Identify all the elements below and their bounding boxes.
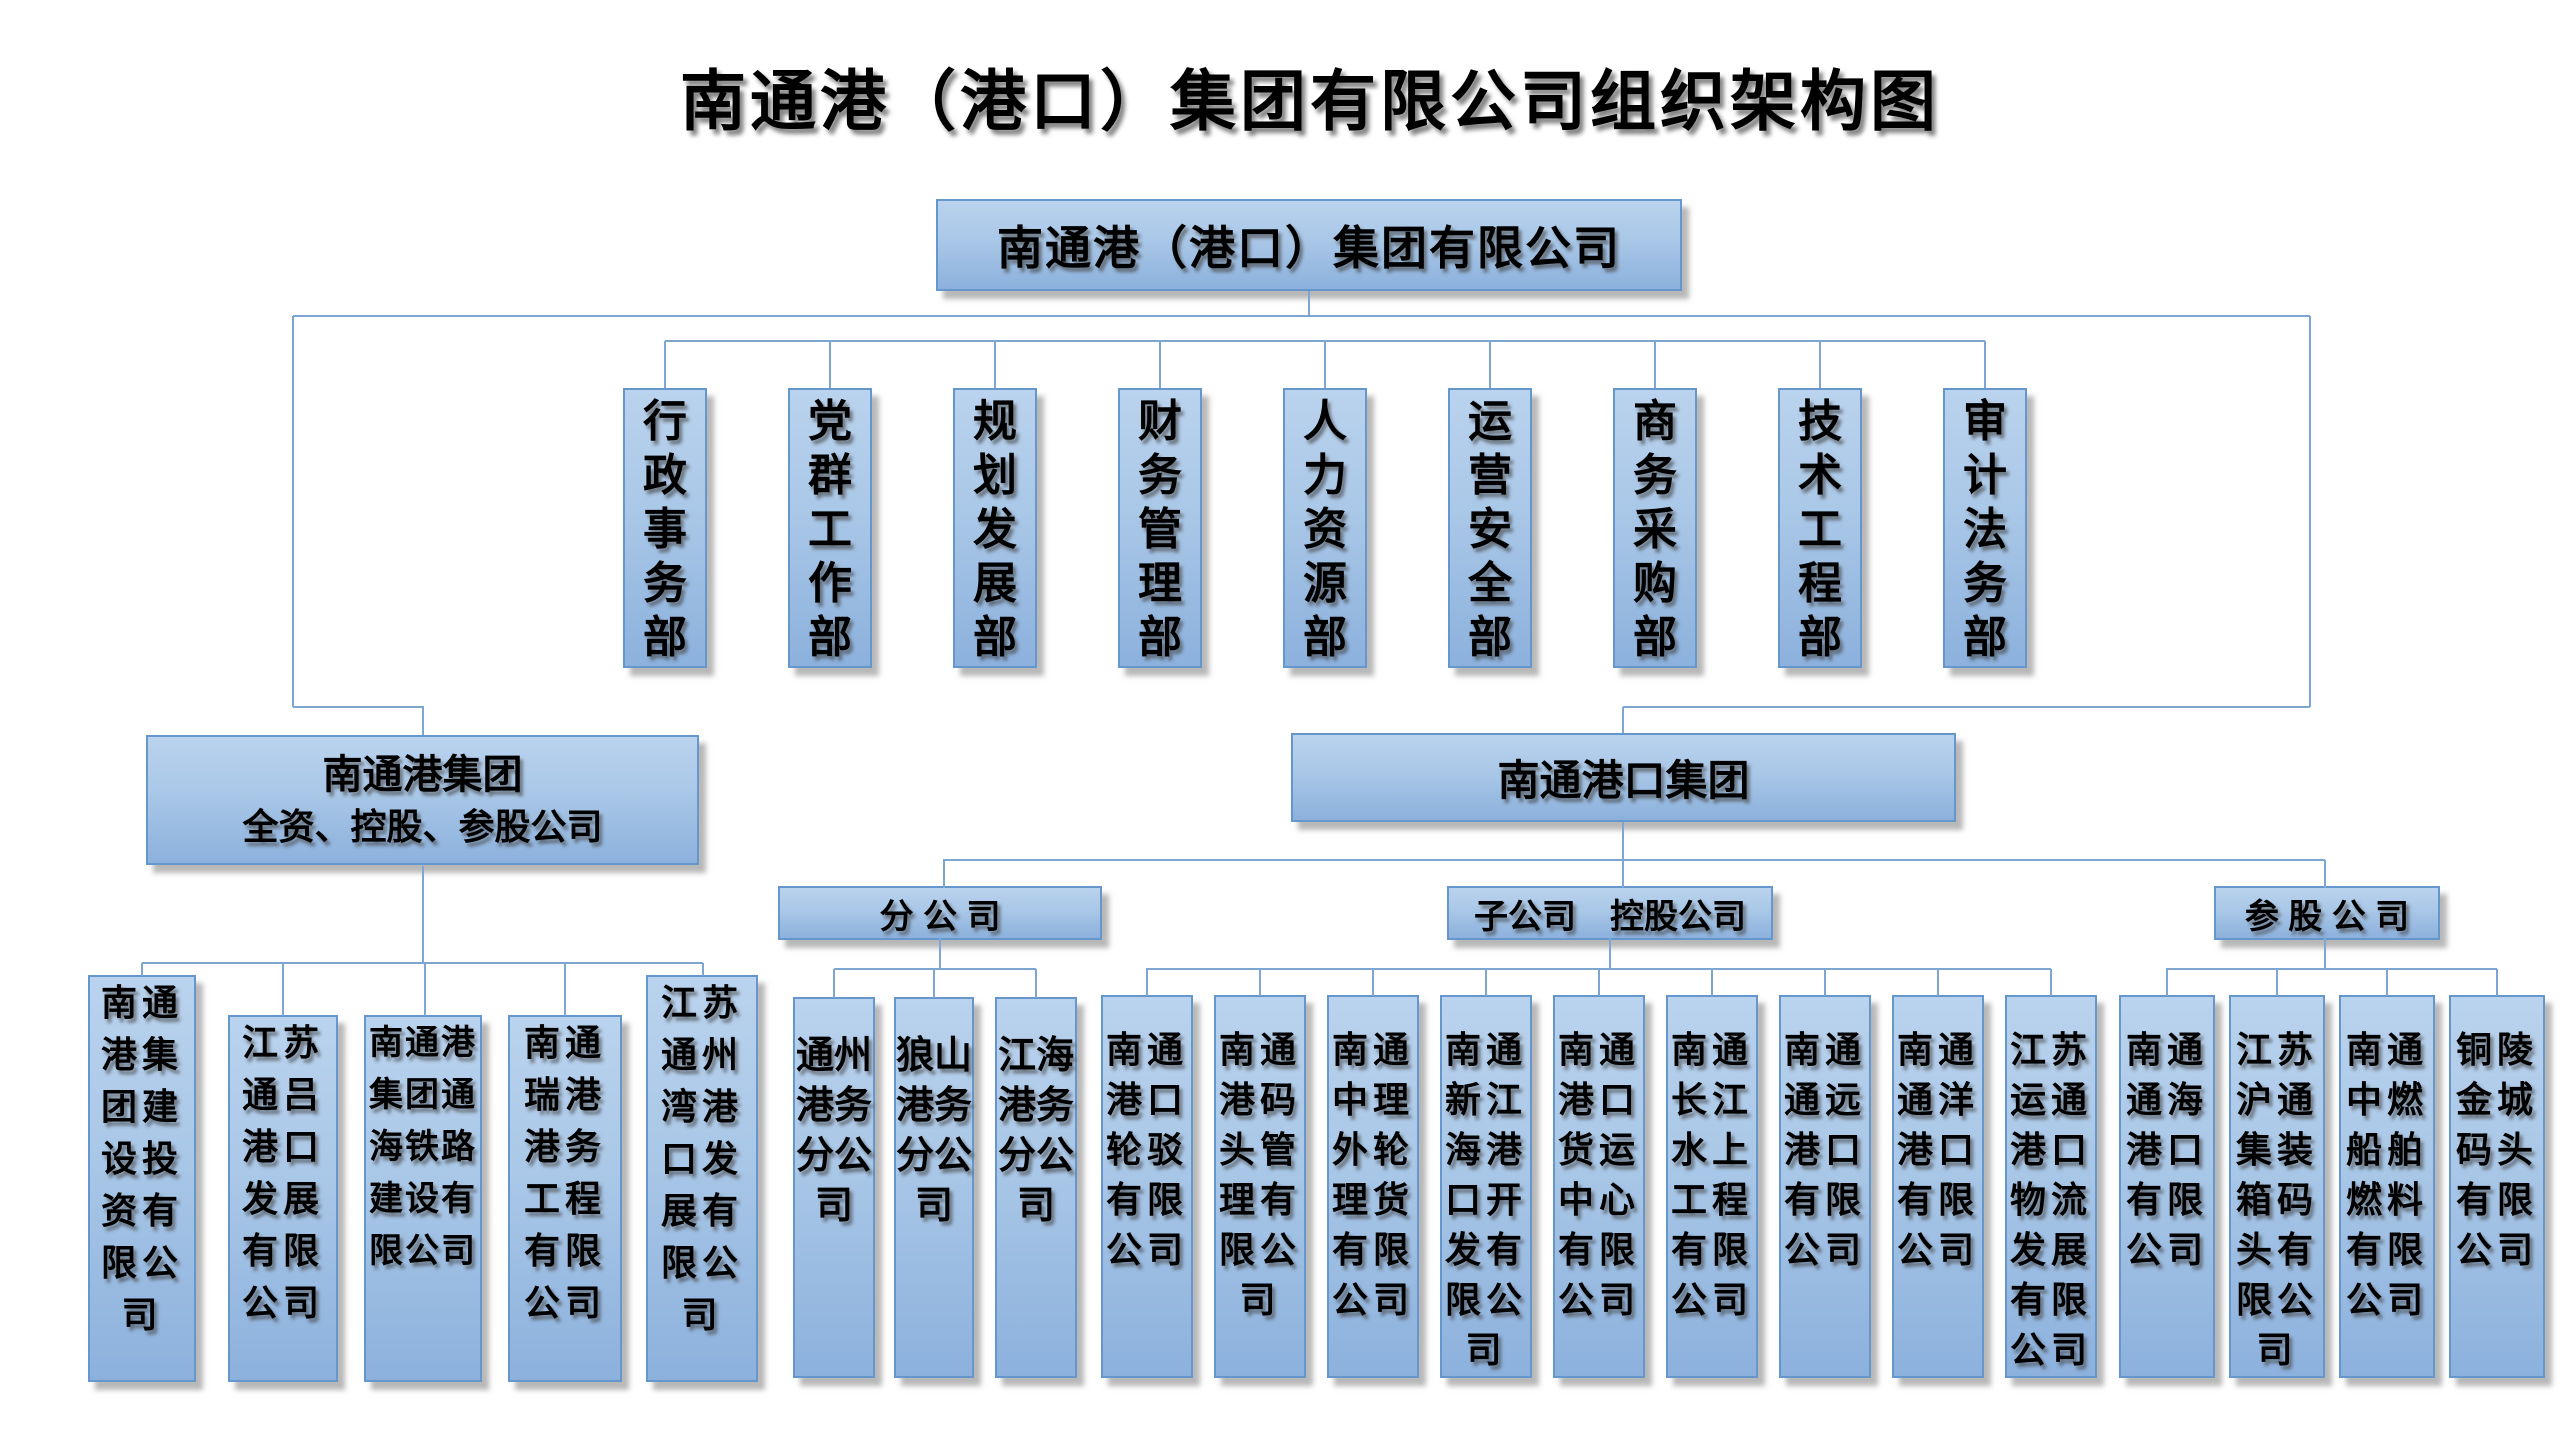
connector-line: [943, 859, 2325, 861]
chart-title: 南通港（港口）集团有限公司组织架构图: [680, 64, 1940, 138]
company-node: 南通港集团建设投资有限公司: [88, 975, 196, 1382]
dept-node-jishu: 技术工程部: [1778, 388, 1862, 668]
company-node: 南通瑞港港务工程有限公司: [508, 1015, 622, 1382]
connector-line: [1824, 969, 1826, 996]
connector-line: [1308, 291, 1310, 316]
connector-line: [1489, 341, 1491, 388]
category-affiliates-label: 参 股 公 司: [2244, 897, 2410, 936]
dept-node-guihua: 规划发展部: [953, 388, 1037, 668]
connector-line: [293, 706, 424, 708]
dept-node-caiwu: 财务管理部: [1118, 388, 1202, 668]
right-group-title: 南通港口集团: [1497, 757, 1750, 804]
connector-line: [1598, 969, 1600, 996]
connector-line: [833, 969, 835, 998]
connector-line: [1609, 938, 1611, 969]
left-group-node: 南通港集团 全资、控股、参股公司: [146, 735, 699, 865]
left-group-title: 南通港集团: [322, 753, 523, 797]
company-node: 南通港集团通海铁路建设有限公司: [364, 1015, 482, 1382]
dept-node-dangqun: 党群工作部: [788, 388, 872, 668]
connector-line: [2050, 969, 2052, 996]
connector-line: [2166, 969, 2168, 996]
company-node: 南通港口货运中心有限公司: [1553, 995, 1645, 1378]
category-branch-label: 分 公 司: [879, 897, 1001, 936]
connector-line: [1259, 969, 1261, 996]
dept-node-renli: 人力资源部: [1283, 388, 1367, 668]
category-affiliates: 参 股 公 司: [2214, 886, 2440, 940]
company-node: 通州港务分公司: [793, 997, 875, 1378]
connector-line: [943, 860, 945, 888]
connector-line: [1654, 341, 1656, 388]
connector-line: [292, 316, 294, 707]
dept-node-shenji: 审计法务部: [1943, 388, 2027, 668]
connector-line: [1623, 706, 2310, 708]
connector-line: [702, 963, 704, 976]
connector-line: [1711, 969, 1713, 996]
category-branch: 分 公 司: [778, 886, 1102, 940]
dept-node-shangwu: 商务采购部: [1613, 388, 1697, 668]
connector-line: [282, 963, 284, 1016]
connector-line: [1324, 341, 1326, 388]
company-node: 南通通远港口有限公司: [1779, 995, 1871, 1378]
connector-line: [1622, 822, 1624, 888]
connector-line: [2166, 968, 2497, 970]
connector-line: [664, 341, 666, 388]
connector-line: [939, 938, 941, 969]
connector-line: [1937, 969, 1939, 996]
connector-line: [994, 341, 996, 388]
connector-line: [1984, 341, 1986, 388]
connector-line: [422, 707, 424, 735]
connector-line: [1819, 341, 1821, 388]
connector-line: [422, 866, 424, 963]
company-node: 南通港口轮驳有限公司: [1101, 995, 1193, 1378]
connector-line: [2496, 969, 2498, 996]
root-node: 南通港（港口）集团有限公司: [936, 199, 1682, 291]
connector-line: [1485, 969, 1487, 996]
connector-line: [424, 963, 426, 1016]
connector-line: [834, 968, 1036, 970]
company-node: 江苏运通港口物流发展有限公司: [2005, 995, 2097, 1378]
connector-line: [829, 341, 831, 388]
category-subsidiaries-label: 子公司 控股公司: [1474, 897, 1746, 936]
connector-line: [2324, 860, 2326, 888]
dept-node-yunying: 运营安全部: [1448, 388, 1532, 668]
company-node: 南通港码头管理有限公司: [1214, 995, 1306, 1378]
root-label: 南通港（港口）集团有限公司: [997, 222, 1621, 274]
connector-line: [1146, 969, 1148, 996]
company-node: 江苏通州湾港口发展有限公司: [646, 975, 758, 1382]
company-node: 江苏沪通集装箱码头有限公司: [2229, 995, 2325, 1378]
company-node: 南通中理外轮理货有限公司: [1327, 995, 1419, 1378]
connector-line: [1159, 341, 1161, 388]
connector-line: [141, 963, 143, 976]
connector-line: [1622, 707, 1624, 733]
connector-line: [293, 315, 2310, 317]
connector-line: [1035, 969, 1037, 998]
company-node: 江海港务分公司: [995, 997, 1077, 1378]
connector-line: [2276, 969, 2278, 996]
company-node: 南通通海港口有限公司: [2119, 995, 2215, 1378]
company-node: 南通长江水上工程有限公司: [1666, 995, 1758, 1378]
company-node: 铜陵金城码头有限公司: [2449, 995, 2545, 1378]
right-group-node: 南通港口集团: [1291, 733, 1956, 822]
connector-line: [142, 962, 703, 964]
category-subsidiaries: 子公司 控股公司: [1447, 886, 1773, 940]
dept-node-xingzheng: 行政事务部: [623, 388, 707, 668]
company-node: 南通新江海港口开发有限公司: [1440, 995, 1532, 1378]
connector-line: [2386, 969, 2388, 996]
connector-line: [2309, 316, 2311, 707]
connector-line: [564, 963, 566, 1016]
company-node: 狼山港务分公司: [894, 997, 974, 1378]
connector-line: [1372, 969, 1374, 996]
company-node: 南通通洋港口有限公司: [1892, 995, 1984, 1378]
company-node: 江苏通吕港口发展有限公司: [228, 1015, 338, 1382]
left-group-subtitle: 全资、控股、参股公司: [242, 806, 603, 847]
connector-line: [933, 969, 935, 998]
connector-line: [2324, 938, 2326, 969]
company-node: 南通中燃船舶燃料有限公司: [2339, 995, 2435, 1378]
